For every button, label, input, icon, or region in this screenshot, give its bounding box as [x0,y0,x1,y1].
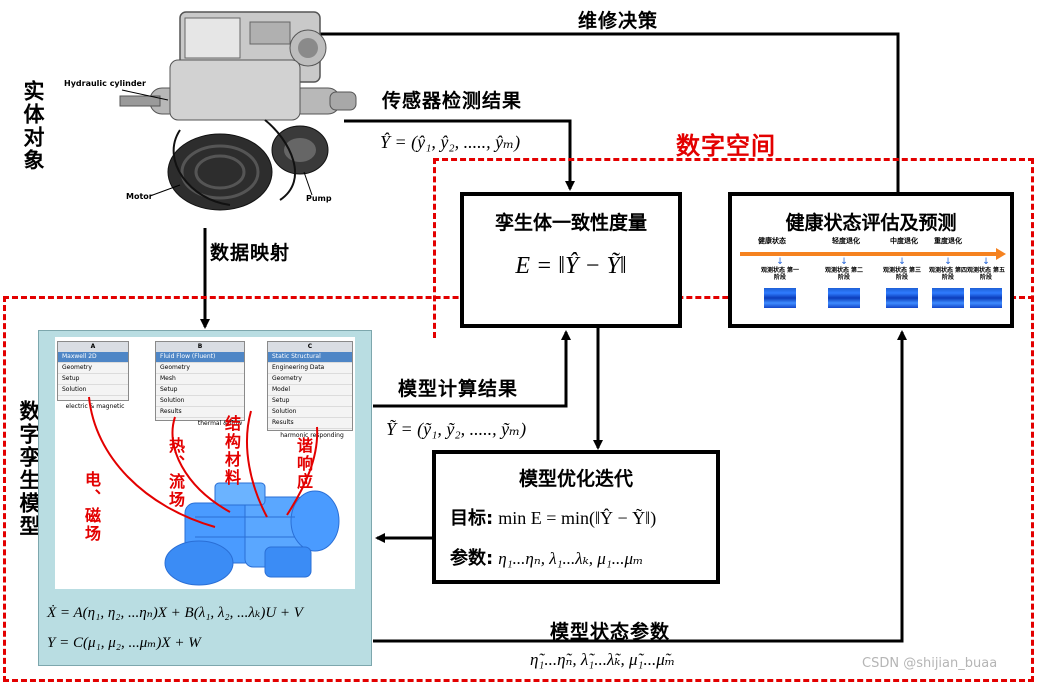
wb-c-title: Static Structural [268,352,352,363]
health-assessment-title: 健康状态评估及预测 [785,212,957,234]
goal-label: 目标: [450,508,494,529]
digital-twin-model-label: 数字孪生模型 [17,400,41,538]
stage-moderate: 中度退化 [890,237,918,245]
observation-stage-3: ↓ 观测状态 第三阶段 [882,257,922,282]
model-results-label: 模型计算结果 [398,378,519,400]
workbench-system-c: C Static Structural Engineering Data Geo… [267,341,353,431]
field-thermal-label: 热、流场 [166,437,185,509]
optimization-params-row: 参数: η₁...ηₙ, λ₁...λₖ, μ₁...μₘ [450,544,643,570]
signal-map-2 [828,288,860,308]
field-harmonic-label: 谐响应 [294,437,313,491]
wb-a-row-1: Geometry [58,363,128,374]
wb-c-footer: harmonic responding [280,432,344,439]
optimization-goal-row: 目标: min E = min(‖Ŷ − Ỹ‖) [450,504,656,530]
observation-stage-5: ↓ 观测状态 第五阶段 [966,257,1006,282]
motor-label: Motor [126,192,153,201]
maintenance-decision-label: 维修决策 [578,10,659,32]
wb-c-row-4: Setup [268,396,352,407]
wb-c-row-6: Results [268,418,352,429]
hydraulic-cylinder-label: Hydraulic cylinder [64,79,146,88]
signal-map-1 [764,288,796,308]
digital-twin-model-panel: A Maxwell 2D Geometry Setup Solution ele… [38,330,372,666]
stage-mild: 轻度退化 [832,237,860,245]
y-tilde-formula: Ỹ = (ỹ₁, ỹ₂, ....., ỹₘ) [386,419,527,439]
wb-c-row-3: Model [268,385,352,396]
params-formula: η₁...ηₙ, λ₁...λₖ, μ₁...μₘ [498,549,644,568]
y-hat-formula: Ŷ = (ŷ₁, ŷ₂, ....., ŷₘ) [380,132,521,152]
model-optimization-title: 模型优化迭代 [518,468,633,490]
sensor-results-arrow [344,119,575,191]
wb-b-row-1: Geometry [156,363,244,374]
field-coupling-arrows [88,396,319,528]
pump-label: Pump [306,194,332,203]
consistency-measure-box: 孪生体一致性度量 E = ‖Ŷ − Ỹ‖ [460,192,682,328]
wb-a-footer: electric & magnetic [65,403,125,410]
observation-stage-4: ↓ 观测状态 第四阶段 [928,257,968,282]
signal-map-3 [886,288,918,308]
state-equation: Ẋ = A(η₁, η₂, ...ηₙ)X + B(λ₁, λ₂, ...λₖ)… [47,605,303,621]
wb-c-row-2: Geometry [268,374,352,385]
motor-3d-model [164,482,340,586]
hydraulic-actuator-photo [119,11,357,211]
field-em-label: 电、磁场 [82,471,101,543]
wb-b-title: Fluid Flow (Fluent) [156,352,244,363]
observation-stage-1: ↓ 观测状态 第一阶段 [760,257,800,282]
wb-b-row-5: Results [156,407,244,418]
output-equation: Y = C(μ₁, μ₂, ...μₘ)X + W [47,635,201,651]
params-label: 参数: [450,548,494,569]
csdn-watermark: CSDN @shijian_buaa [862,656,998,671]
degradation-arrow [740,248,1006,260]
wb-a-title: Maxwell 2D [58,352,128,363]
wb-c-row-1: Engineering Data [268,363,352,374]
model-results-arrow [373,330,571,408]
physical-object-label: 实体对象 [21,80,45,172]
wb-b-row-4: Solution [156,396,244,407]
field-structural-label: 结构材料 [222,415,241,487]
consistency-measure-title: 孪生体一致性度量 [494,212,647,234]
wb-b-row-2: Mesh [156,374,244,385]
wb-a-row-2: Setup [58,374,128,385]
health-assessment-box: 健康状态评估及预测 健康状态 轻度退化 中度退化 重度退化 ↓ 观测状态 第一阶… [728,192,1014,328]
stage-severe: 重度退化 [934,237,962,245]
signal-map-5 [970,288,1002,308]
digital-space-boundary-upper [433,158,1034,338]
signal-map-4 [932,288,964,308]
observation-stage-2: ↓ 观测状态 第二阶段 [824,257,864,282]
wb-b-row-3: Setup [156,385,244,396]
state-params-arrow [373,330,907,643]
wb-c-row-5: Solution [268,407,352,418]
model-state-params-label: 模型状态参数 [550,621,671,643]
digital-space-label: 数字空间 [676,132,776,160]
model-optimization-box: 模型优化迭代 目标: min E = min(‖Ŷ − Ỹ‖) 参数: η₁..… [432,450,720,584]
workbench-system-a: A Maxwell 2D Geometry Setup Solution [57,341,129,401]
maintenance-decision-arrow [304,29,900,195]
goal-formula: min E = min(‖Ŷ − Ỹ‖) [498,508,657,528]
wb-b-footer: thermal & flow [197,420,243,427]
workbench-system-b: B Fluid Flow (Fluent) Geometry Mesh Setu… [155,341,245,421]
consistency-formula: E = ‖Ŷ − Ỹ‖ [515,253,627,279]
simulation-area: A Maxwell 2D Geometry Setup Solution ele… [55,337,355,589]
health-timeline: 健康状态 轻度退化 中度退化 重度退化 ↓ 观测状态 第一阶段 ↓ 观测状态 第… [740,237,1006,320]
sensor-results-label: 传感器检测结果 [382,90,523,112]
data-mapping-label: 数据映射 [210,242,291,264]
params-tilde-formula: η̃₁...η̃ₙ, λ̃₁...λ̃ₖ, μ̃₁...μ̃ₘ [530,650,676,669]
wb-a-row-3: Solution [58,385,128,396]
stage-health: 健康状态 [758,237,786,245]
